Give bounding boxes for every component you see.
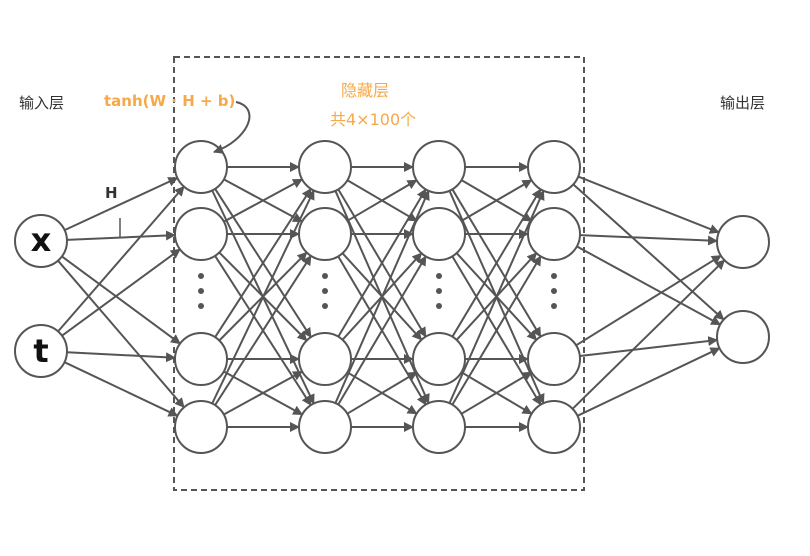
ellipsis-dot-l2-1 [322, 273, 328, 279]
connection-l0-0-1 [66, 230, 176, 241]
connection-l2-3-1 [337, 255, 427, 406]
connection-l1-3-1 [214, 255, 312, 406]
connection-l1-3-2 [223, 370, 304, 416]
connection-l4-3-1 [577, 347, 721, 417]
ellipsis-dot-l4-1 [551, 273, 557, 279]
input-node-t-label: t [33, 332, 49, 370]
connection-l1-1-0 [223, 178, 303, 223]
connection-l4-2-0 [575, 254, 722, 347]
edge-h-label: H [105, 184, 118, 202]
ellipsis-dot-l4-2 [551, 288, 557, 294]
input-node-t [14, 324, 68, 378]
connection-l0-1-2 [66, 351, 176, 363]
hidden-layer-box [173, 56, 585, 491]
ellipsis-dot-l3-2 [436, 288, 442, 294]
input-node-x [14, 214, 68, 268]
ellipsis-dot-l2-2 [322, 288, 328, 294]
connection-l3-1-0 [460, 179, 533, 222]
hidden-node-l4-1 [527, 140, 581, 194]
ellipsis-markers [198, 273, 557, 309]
connection-l0-1-3 [64, 361, 179, 417]
hidden-node-l4-4 [527, 400, 581, 454]
input-layer-label: 输入层 [19, 94, 65, 112]
connection-l2-2-0 [337, 188, 427, 338]
connection-l1-2-0 [214, 187, 312, 338]
connection-l0-0-2 [61, 255, 181, 345]
connection-l2-1-0 [346, 179, 418, 222]
connection-l2-3-0 [334, 189, 430, 404]
connection-l0-0-0 [64, 176, 179, 232]
ellipsis-dot-l1-3 [198, 303, 204, 309]
ellipsis-dot-l1-2 [198, 288, 204, 294]
connection-l1-3-0 [211, 189, 315, 404]
hidden-node-l3-4 [412, 400, 466, 454]
connection-l4-2-1 [579, 336, 719, 357]
neurons [14, 140, 770, 454]
ellipsis-dot-l2-3 [322, 303, 328, 309]
connections [57, 162, 726, 432]
connection-l3-3-2 [460, 371, 533, 415]
ellipsis-dot-l3-3 [436, 303, 442, 309]
connection-l3-3-0 [448, 189, 545, 404]
input-node-x-label: x [30, 221, 52, 259]
hidden-count-label: 共4×100个 [330, 110, 417, 129]
connection-l4-0-0 [577, 175, 720, 234]
connection-l0-1-1 [61, 248, 181, 337]
hidden-node-l1-4 [174, 400, 228, 454]
hidden-node-l3-2 [412, 207, 466, 261]
connection-l4-0-1 [572, 183, 725, 321]
hidden-node-l2-2 [298, 207, 352, 261]
hidden-node-l4-3 [527, 332, 581, 386]
hidden-node-l1-2 [174, 207, 228, 261]
connection-l0-0-3 [57, 260, 185, 409]
connection-l4-1-0 [579, 234, 718, 246]
hidden-node-l2-3 [298, 332, 352, 386]
hidden-node-l3-1 [412, 140, 466, 194]
hidden-node-l2-4 [298, 400, 352, 454]
ellipsis-dot-l1-1 [198, 273, 204, 279]
hidden-node-l1-3 [174, 332, 228, 386]
connection-l3-2-0 [451, 188, 542, 338]
connection-l3-3-1 [451, 255, 542, 406]
output-layer-label: 输出层 [720, 94, 766, 112]
hidden-node-l3-3 [412, 332, 466, 386]
output-node-2 [716, 310, 770, 364]
hidden-node-l4-2 [527, 207, 581, 261]
connection-l4-1-1 [576, 245, 722, 326]
hidden-node-l2-1 [298, 140, 352, 194]
connection-l2-3-2 [346, 371, 418, 415]
connection-l4-3-0 [571, 259, 726, 410]
formula-pointer-arrow [213, 101, 251, 154]
ellipsis-dot-l3-1 [436, 273, 442, 279]
output-node-1 [716, 215, 770, 269]
ellipsis-dot-l4-3 [551, 303, 557, 309]
connection-l0-1-0 [57, 185, 185, 333]
activation-formula: tanh(W · H + b) [104, 92, 236, 110]
hidden-node-l1-1 [174, 140, 228, 194]
hidden-layer-label: 隐藏层 [341, 81, 390, 100]
